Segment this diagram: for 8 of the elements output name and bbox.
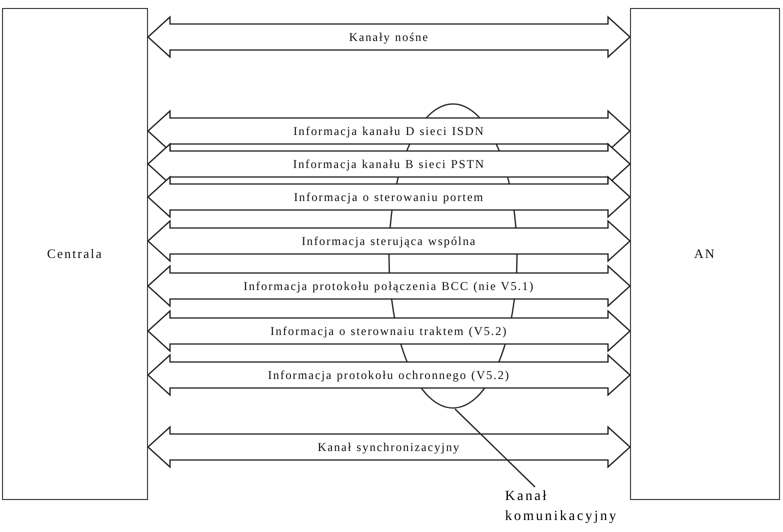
leader-line	[454, 408, 536, 488]
callout-text: Kanał komunikacyjny	[504, 488, 620, 526]
block-box	[630, 8, 780, 500]
edge-label: Kanał synchronizacyjny	[316, 440, 462, 454]
block-box	[2, 8, 148, 500]
block-label: AN	[694, 246, 716, 262]
block-label: Centrala	[46, 246, 104, 262]
double-arrow	[147, 16, 631, 58]
